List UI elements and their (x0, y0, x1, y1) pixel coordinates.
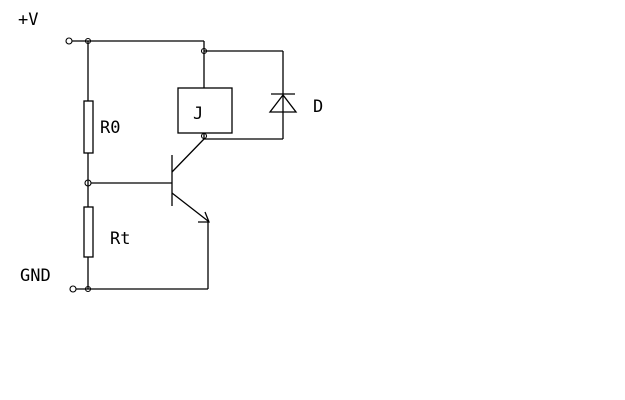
transistor-emitter-arrow (198, 211, 210, 223)
label-supply: +V (18, 10, 38, 30)
relay-coil-j (177, 87, 233, 134)
junction-ground (84, 285, 92, 293)
transistor-emitter (171, 192, 209, 222)
label-relay: J (193, 104, 203, 124)
label-rt: Rt (110, 229, 130, 249)
supply-terminal (65, 37, 73, 45)
ground-terminal (69, 285, 77, 293)
resistor-rt (83, 206, 94, 258)
diode-triangle (268, 93, 298, 113)
label-ground: GND (20, 266, 51, 286)
label-diode: D (313, 97, 323, 117)
resistor-r0 (83, 100, 94, 154)
transistor-collector (171, 138, 205, 173)
label-r0: R0 (100, 118, 120, 138)
